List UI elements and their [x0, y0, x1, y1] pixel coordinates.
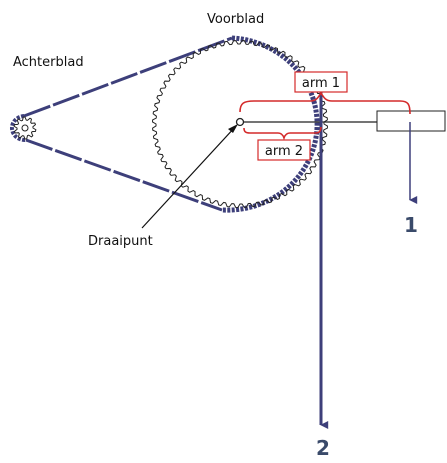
chain	[10, 35, 320, 213]
pivot-label: Draaipunt	[88, 234, 153, 249]
arm1-label-box	[294, 71, 348, 93]
rear-hub	[21, 124, 29, 132]
pivot-point	[235, 117, 245, 127]
force-2-label: 2	[316, 436, 330, 460]
front-sprocket-label: Voorblad	[207, 12, 264, 27]
rear-sprocket	[13, 116, 37, 140]
arm1-brace	[239, 91, 411, 115]
pivot-pointer-arrowhead	[228, 124, 238, 133]
pivot-pointer-line	[141, 125, 237, 229]
force-1-label: 1	[404, 213, 418, 237]
arm2-brace	[243, 126, 322, 141]
arm2-label-box	[257, 139, 311, 161]
front-sprocket-teeth	[152, 40, 328, 208]
chain-bottom-line	[25, 138, 223, 212]
pedal	[376, 110, 446, 132]
arm2-label: arm 2	[265, 144, 303, 159]
rear-sprocket-label: Achterblad	[13, 55, 84, 70]
arm1-label: arm 1	[302, 76, 340, 91]
chain-rear-arc	[10, 114, 27, 143]
chain-front-arc	[221, 35, 320, 213]
chain-top-line	[23, 36, 233, 118]
